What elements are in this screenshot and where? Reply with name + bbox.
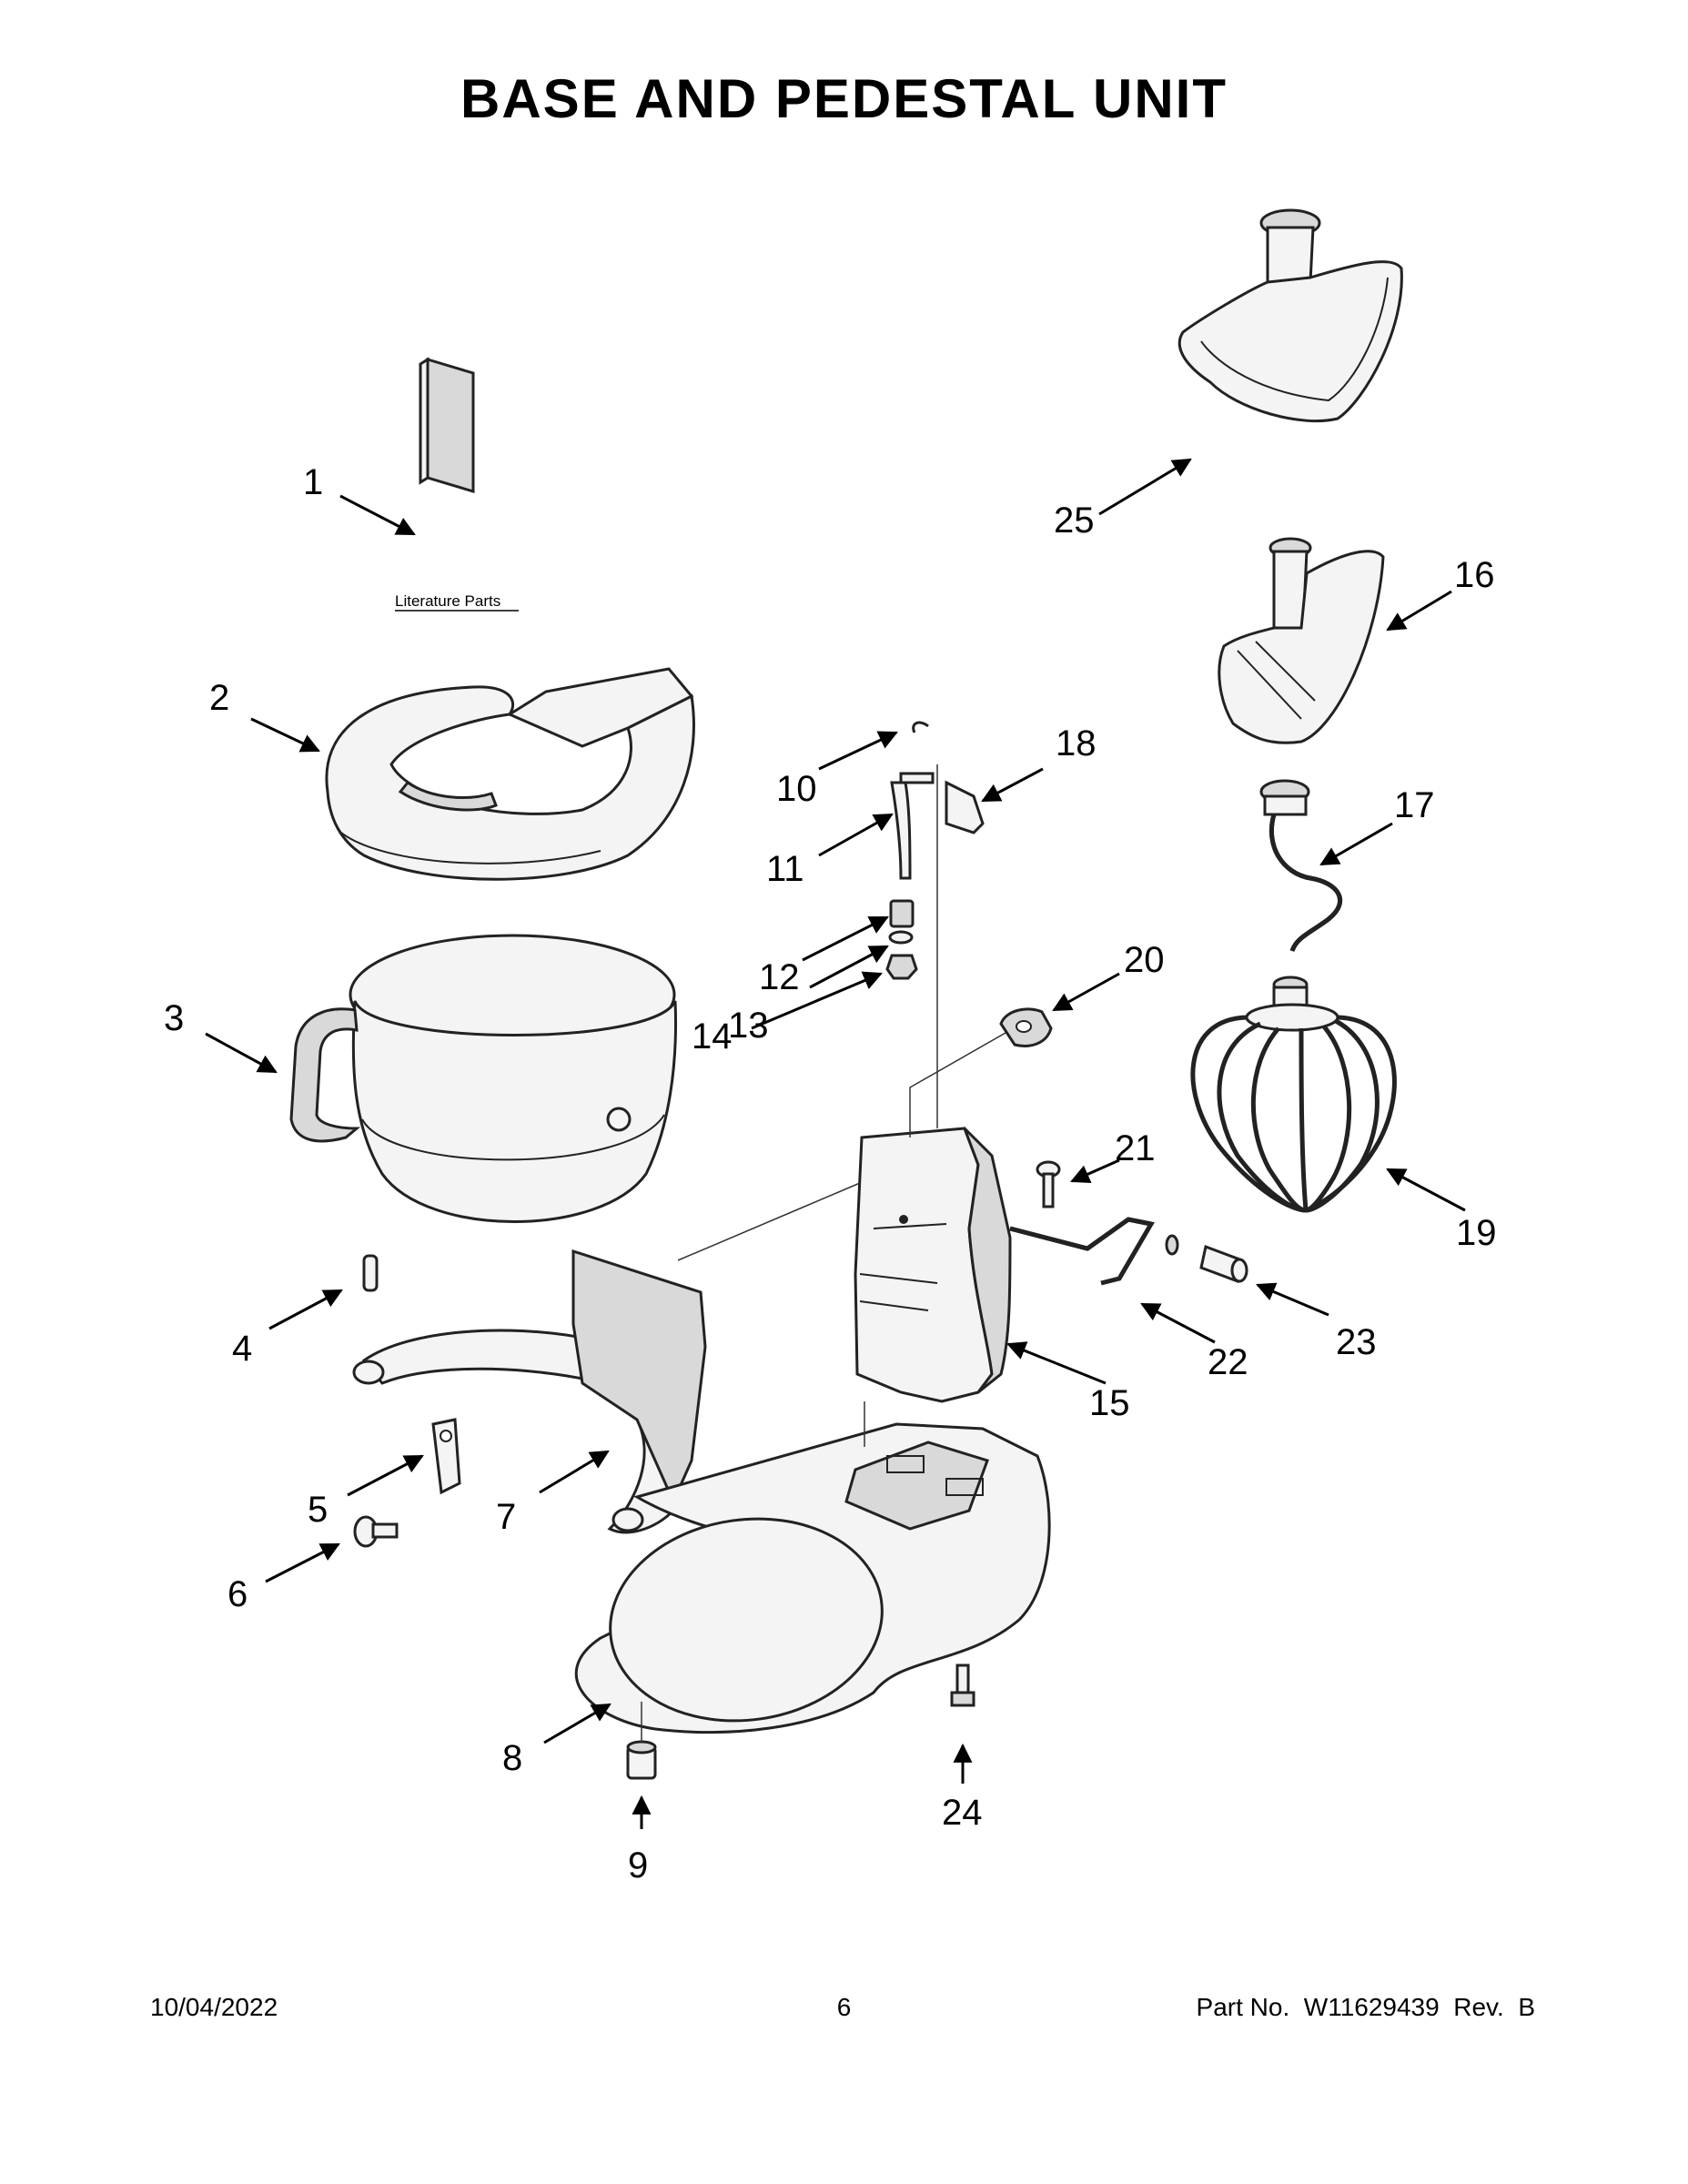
footer-part-number: Part No. W11629439 Rev. B <box>1196 1993 1535 2021</box>
callout-10: 10 <box>776 769 817 809</box>
arrow-6 <box>265 1542 340 1583</box>
base-part <box>574 1422 1051 1734</box>
callout-19: 19 <box>1456 1213 1497 1253</box>
pouring-shield-part <box>325 667 695 881</box>
callout-12: 12 <box>759 957 800 997</box>
callout-22: 22 <box>1208 1342 1248 1382</box>
callout-1: 1 <box>303 462 323 502</box>
lever-shaft-part <box>1009 1217 1155 1286</box>
callout-8: 8 <box>502 1738 522 1778</box>
arrow-5 <box>347 1454 424 1497</box>
arrow-19 <box>1386 1168 1466 1212</box>
literature-parts-label: Literature Parts <box>395 592 500 610</box>
callout-6: 6 <box>227 1574 248 1614</box>
lever-screw-part <box>1036 1160 1061 1208</box>
arrow-4 <box>268 1289 343 1330</box>
arrow-23 <box>1256 1282 1329 1317</box>
callout-9: 9 <box>628 1845 648 1886</box>
lever-knob-part <box>999 1007 1053 1047</box>
callout-5: 5 <box>308 1490 328 1530</box>
lift-pin-assembly <box>885 721 985 980</box>
flex-edge-beater-part <box>1178 208 1403 423</box>
callout-3: 3 <box>164 998 184 1038</box>
arrow-15 <box>1006 1341 1107 1385</box>
arrow-21 <box>1070 1158 1120 1183</box>
flat-beater-part <box>1218 537 1385 744</box>
arrow-18 <box>981 767 1044 803</box>
callout-15: 15 <box>1089 1383 1130 1423</box>
footer-page-number: 6 <box>836 1993 852 2021</box>
spring-part <box>889 899 915 928</box>
callout-14: 14 <box>692 1016 733 1057</box>
base-screw-part <box>950 1663 975 1707</box>
bowl-support-part <box>352 1249 707 1534</box>
arrow-11 <box>818 813 894 857</box>
callout-24: 24 <box>942 1793 983 1833</box>
arrow-20 <box>1052 972 1120 1012</box>
footer-date: 10/04/2022 <box>150 1993 278 2021</box>
callout-13: 13 <box>728 1006 769 1046</box>
leader-20-column <box>909 1032 1006 1138</box>
locator-pin-part <box>362 1254 379 1292</box>
callout-7: 7 <box>496 1497 516 1537</box>
callout-25: 25 <box>1054 500 1095 541</box>
arrow-1 <box>339 494 416 536</box>
literature-part: Literature Parts <box>395 357 519 612</box>
arrow-10 <box>818 731 898 771</box>
arrow-25 <box>1098 458 1192 516</box>
mixing-bowl-part <box>289 934 678 1223</box>
page-title: BASE AND PEDESTAL UNIT <box>460 68 1228 129</box>
wire-whip-part <box>1190 976 1397 1213</box>
arrow-13 <box>809 945 889 989</box>
foot-part <box>626 1740 657 1780</box>
callout-20: 20 <box>1124 940 1165 980</box>
clamp-part <box>431 1418 461 1495</box>
arrow-12 <box>802 915 889 962</box>
screw-part <box>353 1515 399 1548</box>
dough-hook-part <box>1259 779 1342 952</box>
pedestal-column-part <box>854 1127 1012 1403</box>
callout-21: 21 <box>1115 1128 1156 1168</box>
callout-4: 4 <box>232 1329 252 1369</box>
lever-handle-part <box>1165 1234 1248 1284</box>
arrow-3 <box>205 1032 278 1074</box>
callout-18: 18 <box>1056 723 1097 763</box>
arrow-14 <box>751 971 883 1030</box>
arrow-7 <box>539 1450 610 1494</box>
arrow-22 <box>1140 1302 1216 1344</box>
arrow-16 <box>1386 590 1452 632</box>
callout-17: 17 <box>1394 785 1435 825</box>
arrow-8 <box>543 1703 612 1744</box>
arrow-17 <box>1319 822 1393 866</box>
callout-11: 11 <box>766 849 804 889</box>
callout-16: 16 <box>1454 555 1495 595</box>
callout-23: 23 <box>1336 1322 1377 1362</box>
callout-2: 2 <box>209 678 229 718</box>
leader-support-column <box>677 1182 861 1261</box>
arrow-2 <box>250 717 320 753</box>
